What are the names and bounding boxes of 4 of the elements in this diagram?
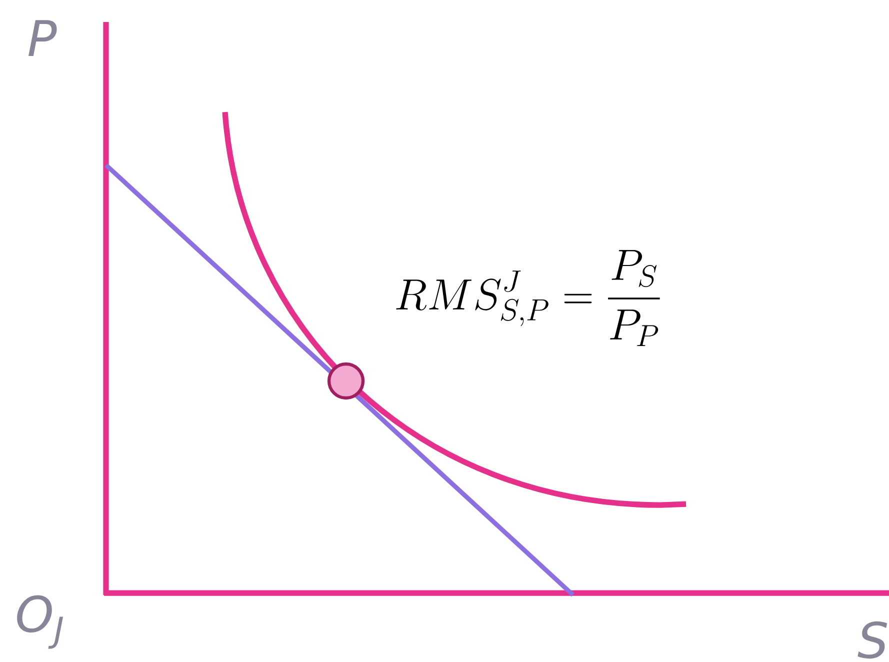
axis-label: P — [28, 20, 57, 56]
formula: $RMS^{J}_{S,P} = \frac{P_S}{P_P}$ — [396, 250, 660, 346]
axis-label: O$_{J}$ — [17, 595, 64, 649]
axis-label: S — [858, 621, 888, 659]
